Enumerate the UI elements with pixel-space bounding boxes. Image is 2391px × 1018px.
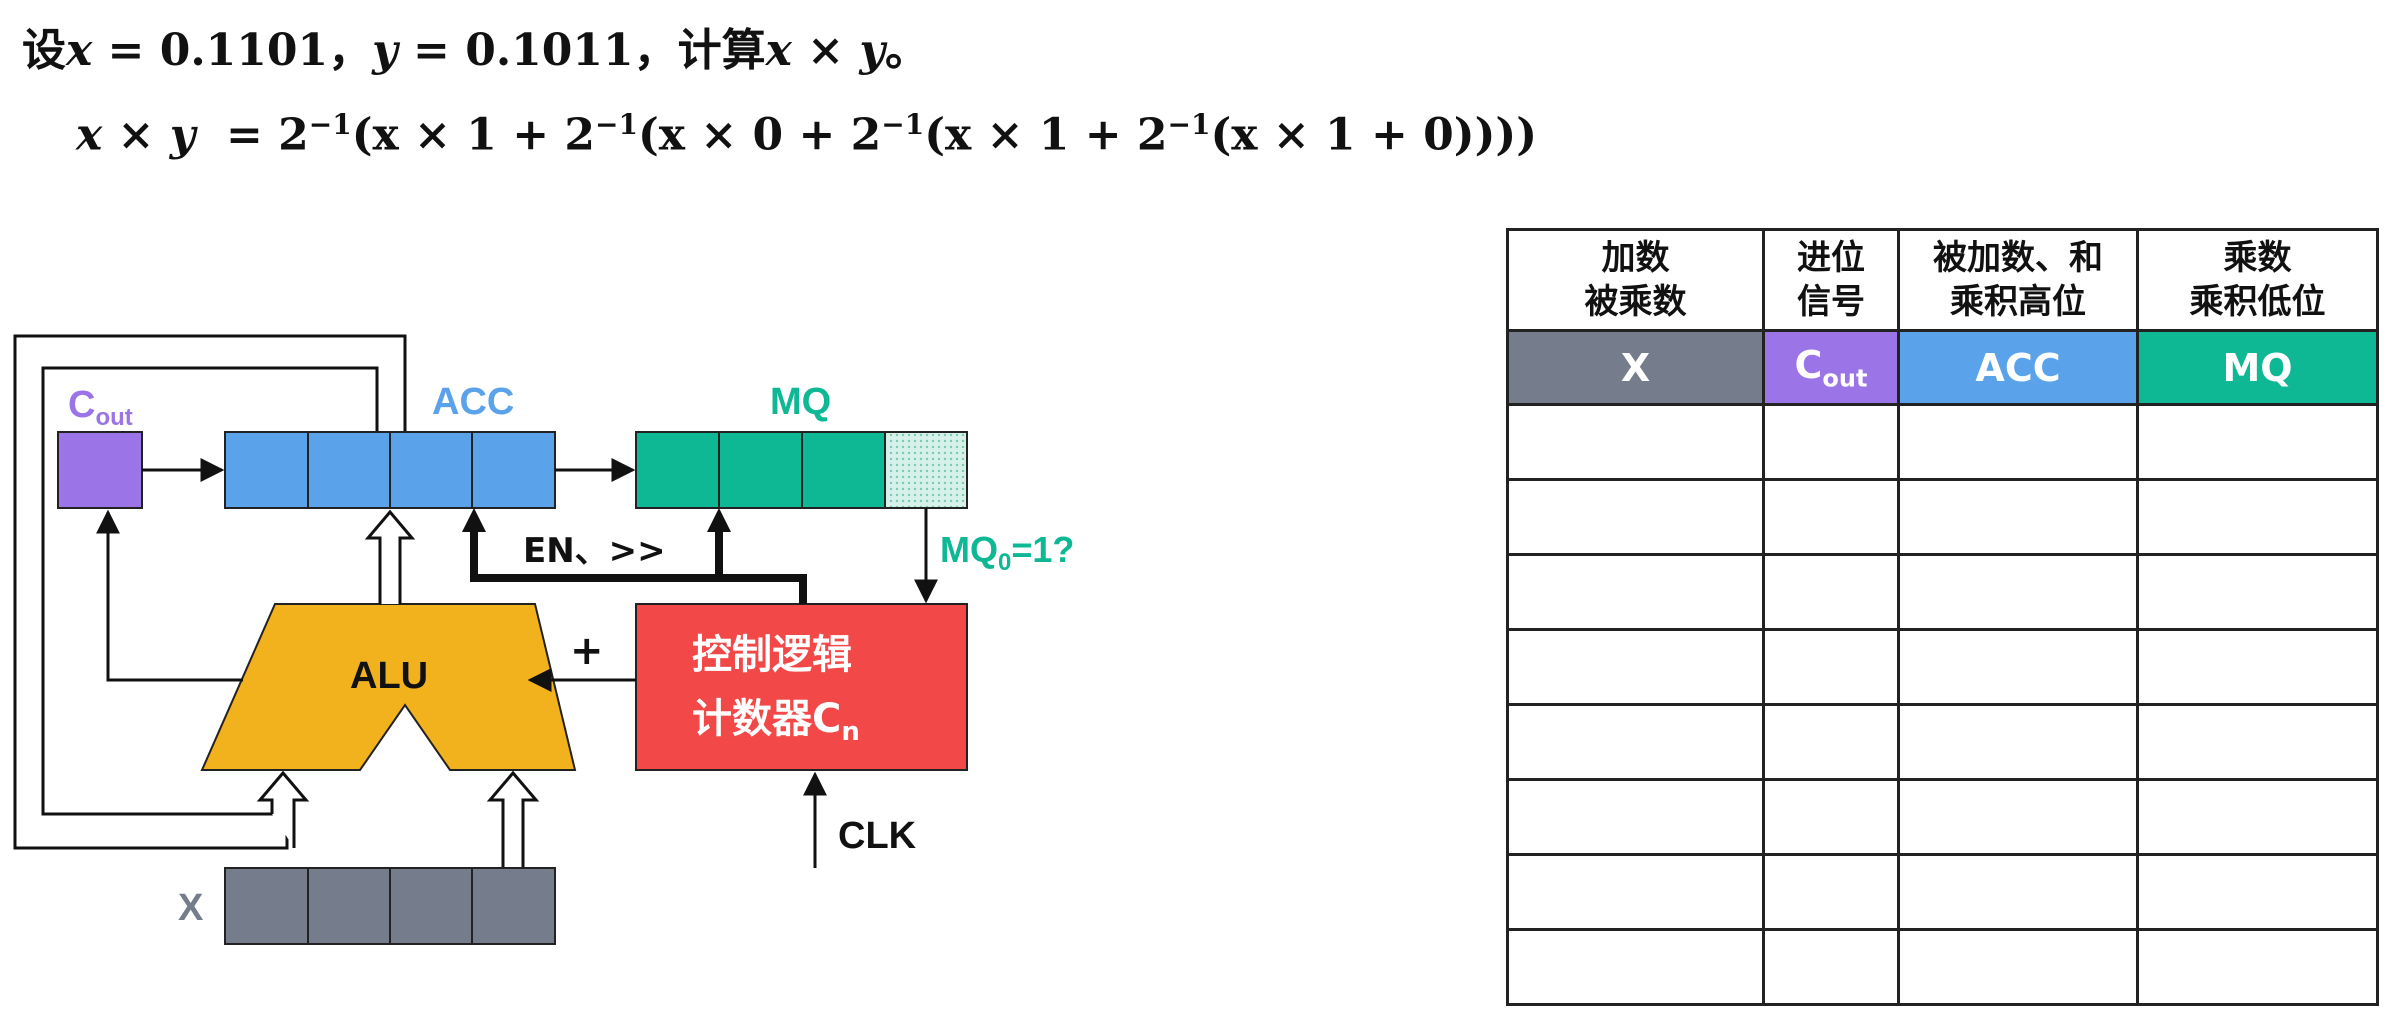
problem-x-var: x bbox=[66, 25, 93, 76]
problem-y-value: = 0.1011 bbox=[397, 25, 634, 76]
table-row bbox=[1506, 553, 2379, 631]
table-row bbox=[1506, 928, 2379, 1006]
label-mq: MQ bbox=[2136, 329, 2379, 406]
formula-exp-3: −1 bbox=[881, 108, 925, 141]
table-header-row: 加数被乘数 进位信号 被加数、和乘积高位 乘数乘积低位 bbox=[1506, 228, 2379, 332]
feedback-outer bbox=[13, 334, 407, 850]
feedback-to-alu-hollow-arrow bbox=[256, 770, 310, 848]
formula-part-2: (x × 0 + 2 bbox=[637, 109, 882, 161]
en-arrow-head-acc bbox=[462, 508, 486, 532]
table-row bbox=[1506, 478, 2379, 556]
x-label: X bbox=[178, 887, 204, 929]
formula-eq: = 2 bbox=[225, 109, 309, 161]
acc-register bbox=[224, 431, 556, 509]
problem-compute: ，计算 bbox=[633, 25, 766, 76]
formula-exp-2: −1 bbox=[595, 108, 638, 141]
multiplier-diagram: Cout ACC MQ ALU 控制逻辑 计数器Cn + bbox=[13, 334, 1074, 945]
formula-exp-4: −1 bbox=[1167, 108, 1211, 141]
cout-label: Cout bbox=[68, 384, 133, 431]
table-row bbox=[1506, 853, 2379, 931]
acc-label: ACC bbox=[432, 381, 514, 423]
formula-lhs: x × y bbox=[76, 109, 196, 161]
en-shift-control-line bbox=[470, 528, 807, 604]
control-logic-label: 控制逻辑 bbox=[692, 632, 852, 678]
cout-register bbox=[57, 431, 143, 509]
x-register bbox=[224, 867, 556, 945]
table-row bbox=[1506, 628, 2379, 706]
formula-expansion: x × y = 2−1(x × 1 + 2−1(x × 0 + 2−1(x × … bbox=[76, 108, 1537, 161]
clk-label: CLK bbox=[838, 815, 917, 857]
mq-label: MQ bbox=[770, 381, 831, 423]
mq0-label: MQ0=1? bbox=[940, 529, 1074, 576]
table-label-row: X Cout ACC MQ bbox=[1506, 329, 2379, 406]
formula-part-3: (x × 1 + 2 bbox=[924, 109, 1168, 161]
problem-separator: ， bbox=[328, 25, 373, 76]
label-cout: Cout bbox=[1762, 329, 1900, 406]
alu-unit bbox=[200, 603, 577, 771]
problem-expression: x × y bbox=[765, 25, 885, 76]
computation-table: 加数被乘数 进位信号 被加数、和乘积高位 乘数乘积低位 X Cout ACC M… bbox=[1506, 228, 2379, 1006]
plus-sign: + bbox=[570, 628, 604, 674]
formula-part-1: (x × 1 + 2 bbox=[351, 109, 596, 161]
problem-y-var: y bbox=[372, 25, 398, 76]
label-acc: ACC bbox=[1897, 329, 2139, 406]
problem-statement: 设x = 0.1101，y = 0.1011，计算x × y。 bbox=[22, 14, 929, 78]
problem-x-value: = 0.1101 bbox=[92, 25, 329, 76]
en-arrow-head-mq bbox=[707, 508, 731, 532]
en-shift-label: EN、>> bbox=[523, 531, 666, 571]
header-sum: 被加数、和乘积高位 bbox=[1897, 228, 2139, 332]
table-row bbox=[1506, 778, 2379, 856]
alu-to-acc-hollow-arrow bbox=[364, 509, 416, 604]
problem-end: 。 bbox=[884, 25, 929, 76]
table-row bbox=[1506, 703, 2379, 781]
table-row bbox=[1506, 403, 2379, 481]
label-x: X bbox=[1506, 329, 1765, 406]
control-logic-box bbox=[635, 603, 968, 771]
alu-to-cout-arrow bbox=[96, 509, 243, 682]
mq-register bbox=[635, 431, 968, 509]
formula-part-4: (x × 1 + 0)))) bbox=[1210, 109, 1538, 161]
formula-exp-1: −1 bbox=[308, 108, 352, 141]
counter-label: 计数器Cn bbox=[692, 696, 860, 747]
alu-label: ALU bbox=[350, 655, 428, 697]
x-to-alu-hollow-arrow bbox=[486, 770, 540, 868]
problem-prefix: 设 bbox=[22, 25, 66, 76]
header-addend: 加数被乘数 bbox=[1506, 228, 1765, 332]
header-carry: 进位信号 bbox=[1762, 228, 1900, 332]
header-multiplier: 乘数乘积低位 bbox=[2136, 228, 2379, 332]
